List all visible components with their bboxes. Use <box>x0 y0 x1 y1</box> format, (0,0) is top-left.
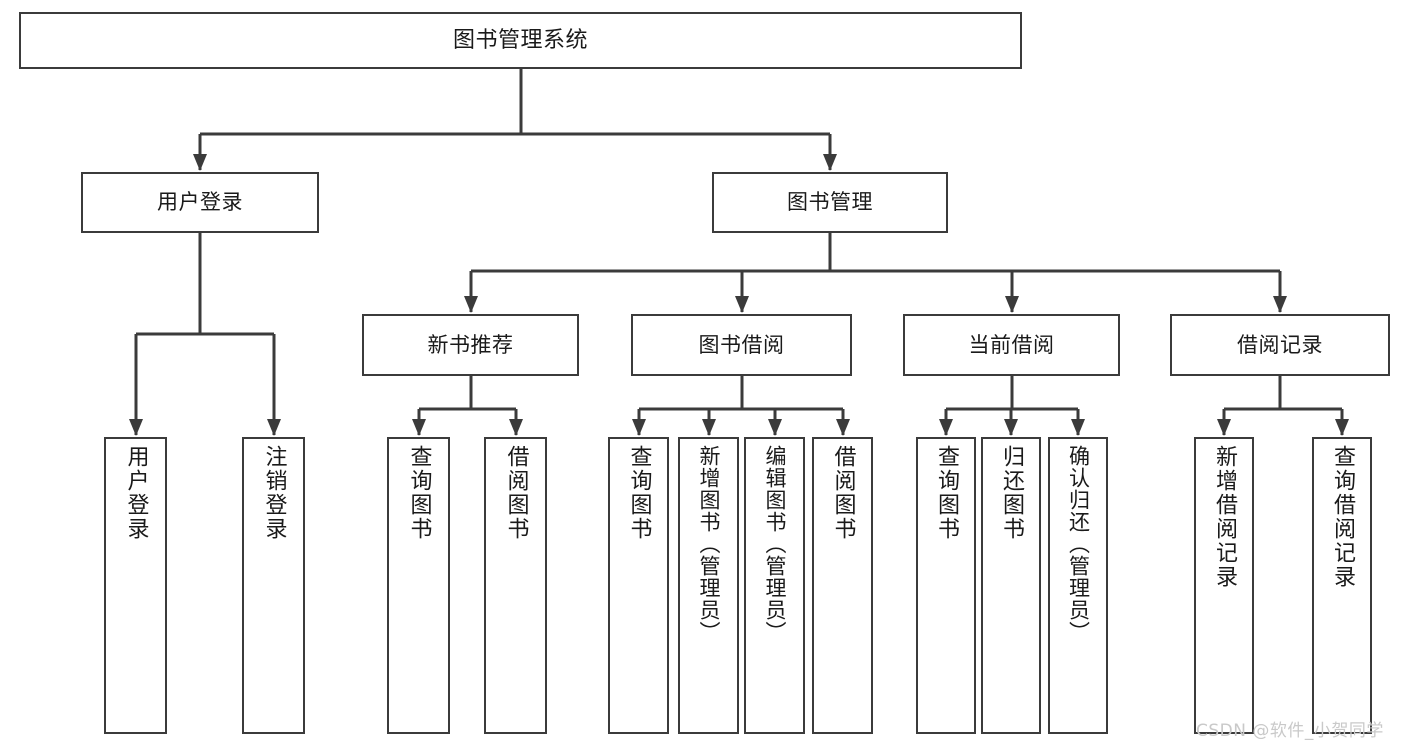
arrow-head-current-borrow <box>1005 296 1019 313</box>
node-leaf-add-record[interactable]: 新增借阅记录 <box>1194 437 1254 734</box>
node-label: 编辑图书（管理员） <box>763 445 787 643</box>
node-borrow-record[interactable]: 借阅记录 <box>1170 314 1390 376</box>
node-leaf-confirm-return[interactable]: 确认归还（管理员） <box>1048 437 1108 734</box>
node-label: 借阅图书 <box>830 445 856 541</box>
arrow-head-leaf-query-record <box>1335 419 1349 436</box>
node-leaf-query-book-2[interactable]: 查询图书 <box>608 437 669 734</box>
node-label: 借阅图书 <box>503 445 529 541</box>
node-label: 注销登录 <box>261 445 287 541</box>
node-label: 查询借阅记录 <box>1330 445 1355 589</box>
node-label: 图书借阅 <box>698 332 785 357</box>
node-label: 查询图书 <box>626 445 652 541</box>
node-leaf-edit-book[interactable]: 编辑图书（管理员） <box>744 437 805 734</box>
arrow-head-leaf-query-book-2 <box>632 419 646 436</box>
arrow-head-user-login <box>193 154 207 171</box>
node-label: 当前借阅 <box>968 332 1055 357</box>
node-leaf-query-book-3[interactable]: 查询图书 <box>916 437 976 734</box>
node-label: 新书推荐 <box>427 332 514 357</box>
node-book-manage[interactable]: 图书管理 <box>712 172 948 233</box>
node-root[interactable]: 图书管理系统 <box>19 12 1022 69</box>
arrow-head-leaf-confirm-return <box>1071 419 1085 436</box>
node-label: 借阅记录 <box>1237 332 1323 357</box>
node-leaf-borrow-book-2[interactable]: 借阅图书 <box>812 437 873 734</box>
arrow-head-leaf-query-book-1 <box>412 419 426 436</box>
node-leaf-return-book[interactable]: 归还图书 <box>981 437 1041 734</box>
arrow-head-book-manage <box>823 154 837 171</box>
node-label: 查询图书 <box>406 445 432 541</box>
arrow-head-leaf-return-book <box>1004 419 1018 436</box>
node-label: 归还图书 <box>999 445 1024 541</box>
node-leaf-query-record[interactable]: 查询借阅记录 <box>1312 437 1372 734</box>
arrow-head-leaf-query-book-3 <box>939 419 953 436</box>
edge-group <box>129 69 1349 436</box>
node-leaf-logout[interactable]: 注销登录 <box>242 437 305 734</box>
arrow-head-leaf-borrow-book-2 <box>836 419 850 436</box>
node-current-borrow[interactable]: 当前借阅 <box>903 314 1120 376</box>
node-book-borrow[interactable]: 图书借阅 <box>631 314 852 376</box>
node-label: 确认归还（管理员） <box>1066 445 1091 643</box>
node-leaf-user-login[interactable]: 用户登录 <box>104 437 167 734</box>
arrow-head-leaf-user-login <box>129 419 143 436</box>
node-label: 新增图书（管理员） <box>697 445 721 643</box>
arrow-head-borrow-record <box>1273 296 1287 313</box>
arrow-head-book-borrow <box>735 296 749 313</box>
node-label: 图书管理系统 <box>452 27 588 53</box>
arrow-head-new-book-recommend <box>464 296 478 313</box>
arrow-head-leaf-borrow-book-1 <box>509 419 523 436</box>
node-label: 新增借阅记录 <box>1212 445 1237 589</box>
node-new-book-recommend[interactable]: 新书推荐 <box>362 314 579 376</box>
node-leaf-borrow-book-1[interactable]: 借阅图书 <box>484 437 547 734</box>
watermark: CSDN @软件_小贺同学 <box>1196 721 1384 741</box>
arrow-head-leaf-add-record <box>1217 419 1231 436</box>
node-label: 用户登录 <box>123 445 149 541</box>
node-label: 查询图书 <box>934 445 959 541</box>
arrow-head-leaf-logout <box>267 419 281 436</box>
node-label: 用户登录 <box>157 190 243 215</box>
node-leaf-add-book[interactable]: 新增图书（管理员） <box>678 437 739 734</box>
arrow-head-leaf-edit-book <box>768 419 782 436</box>
node-label: 图书管理 <box>787 190 873 215</box>
node-user-login[interactable]: 用户登录 <box>81 172 319 233</box>
node-leaf-query-book-1[interactable]: 查询图书 <box>387 437 450 734</box>
arrow-head-leaf-add-book <box>702 419 716 436</box>
